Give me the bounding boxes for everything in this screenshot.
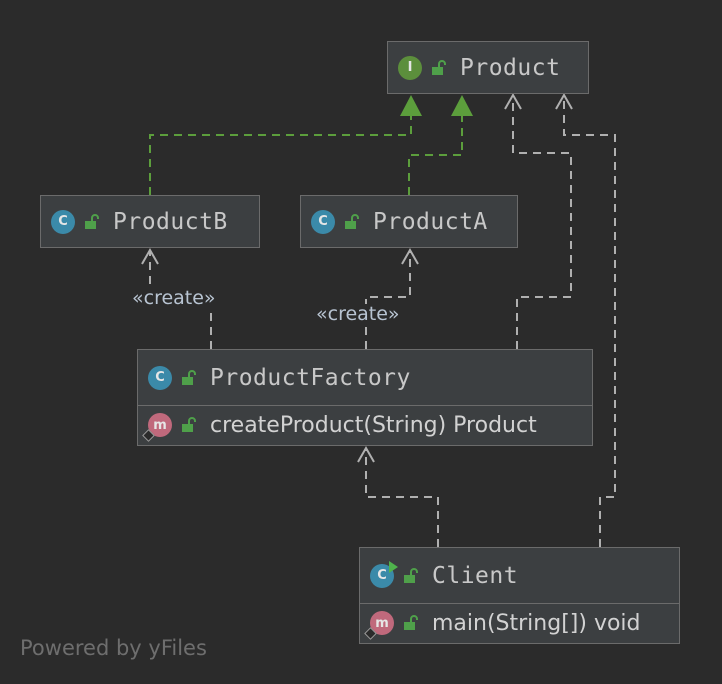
method-row[interactable]: m main(String[]) void (360, 604, 679, 642)
node-title: Client (432, 562, 519, 589)
dependency-edge-client-product (563, 97, 616, 547)
dependency-edge-client-factory (365, 450, 439, 547)
node-header: C Client (360, 548, 679, 604)
edge-label-create-b: «create» (132, 287, 216, 309)
dependency-edge-factory-productA (365, 252, 411, 349)
edge-label-create-a: «create» (316, 303, 400, 325)
class-icon: C (51, 209, 75, 234)
method-signature: main(String[]) void (432, 610, 641, 636)
node-title: ProductFactory (210, 364, 411, 391)
node-title: ProductA (373, 208, 488, 235)
node-product[interactable]: I Product (387, 41, 589, 94)
class-icon: C (370, 560, 398, 588)
public-lock-icon (182, 417, 196, 432)
public-lock-icon (432, 59, 446, 75)
implements-edge-productA (408, 114, 463, 195)
node-header: C ProductFactory (138, 350, 592, 406)
public-lock-icon (404, 615, 418, 630)
public-lock-icon (182, 369, 196, 385)
dependency-arrowhead (555, 92, 573, 110)
class-icon: C (148, 365, 172, 390)
dependency-arrowhead (357, 445, 375, 463)
dependency-edge-factory-product (512, 97, 572, 349)
run-icon (389, 560, 398, 573)
dependency-arrowhead (504, 92, 522, 110)
node-productB[interactable]: C ProductB (40, 195, 260, 248)
dependency-arrowhead (141, 247, 159, 265)
dependency-arrowhead (401, 247, 419, 265)
method-icon: m (142, 413, 172, 442)
node-client[interactable]: C Client m main(String[]) void (359, 547, 680, 644)
node-productA[interactable]: C ProductA (300, 195, 518, 248)
node-product-factory[interactable]: C ProductFactory m createProduct(String)… (137, 349, 593, 446)
node-title: ProductB (113, 208, 228, 235)
public-lock-icon (85, 213, 99, 229)
method-icon: m (364, 611, 394, 640)
implements-arrowhead (451, 95, 473, 116)
powered-by-footer: Powered by yFiles (20, 636, 207, 660)
class-icon: C (311, 209, 335, 234)
node-title: Product (460, 54, 561, 81)
public-lock-icon (345, 213, 359, 229)
implements-edge-productB (149, 114, 412, 195)
implements-arrowhead (400, 95, 422, 116)
method-row[interactable]: m createProduct(String) Product (138, 406, 592, 444)
method-signature: createProduct(String) Product (210, 412, 537, 438)
public-lock-icon (404, 567, 418, 583)
interface-icon: I (398, 55, 422, 80)
